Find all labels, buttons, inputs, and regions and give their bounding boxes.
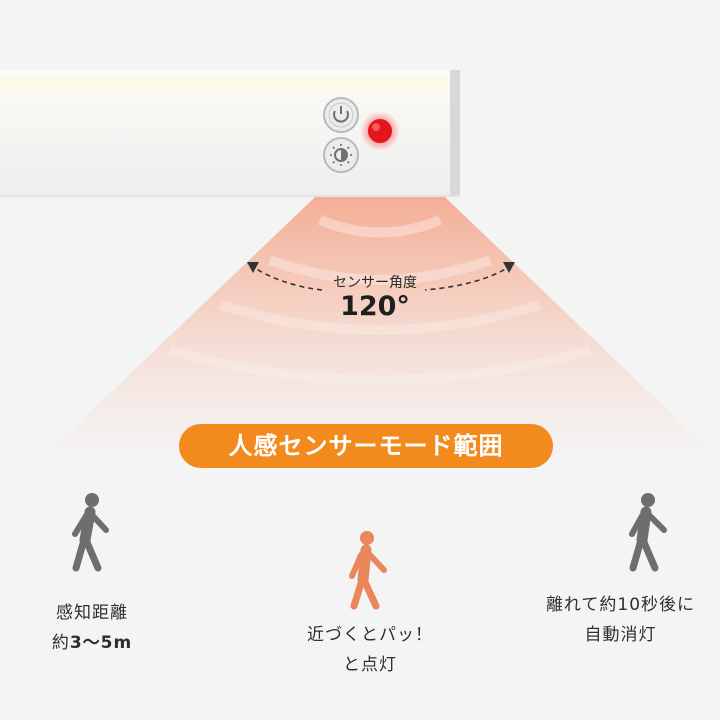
arrow-head-right [503,262,515,273]
detection-wave [268,255,492,285]
left-caption: 感知距離 約3～5m [28,598,156,658]
right-caption-line2: 自動消灯 [584,625,657,645]
arrow-head-left [247,262,259,273]
left-caption-line1: 感知距離 [56,603,128,623]
mode-title-badge: 人感センサーモード範囲 [179,424,553,468]
brightness-button-icon[interactable] [323,137,359,173]
angle-arc-right [424,264,513,291]
walking-person-icon [629,493,667,572]
left-caption-prefix: 約 [51,633,70,653]
sensor-angle-label: センサー角度 [333,275,417,291]
detection-wave [318,215,442,238]
right-caption: 離れて約10秒後に 自動消灯 [528,590,713,650]
right-caption-line1: 離れて約10秒後に [545,595,696,615]
center-caption-line1: 近づくとパッ！ [307,625,433,645]
walking-person-icon [349,531,387,610]
light-bar-diffuser [0,76,450,92]
angle-arc-left [249,264,323,291]
detection-cone [40,135,720,460]
detection-wave [168,345,592,385]
walking-person-icon [72,493,109,572]
center-caption-line2: と点灯 [343,655,397,675]
light-bar-end-cap [450,70,460,196]
motion-sensor-icon [360,111,400,151]
detection-wave [218,300,542,335]
left-caption-distance: 3～5m [69,633,133,653]
power-button-icon[interactable] [323,97,359,133]
left-caption-line2: 約3～5m [28,628,156,658]
center-caption: 近づくとパッ！ と点灯 [285,620,455,680]
sensor-angle-value: 120° [340,291,410,322]
